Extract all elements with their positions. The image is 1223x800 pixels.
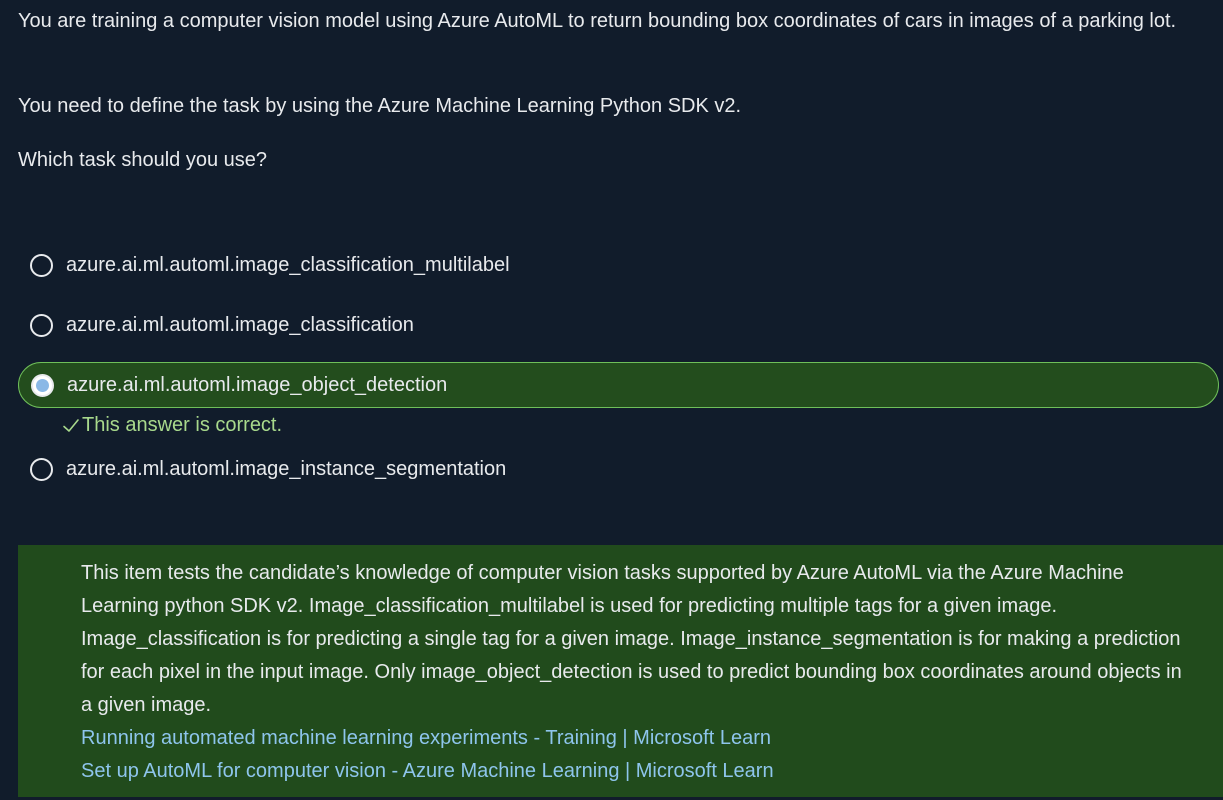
answer-option-label: azure.ai.ml.automl.image_instance_segmen… xyxy=(66,457,507,480)
answer-option-image-object-detection[interactable]: azure.ai.ml.automl.image_object_detectio… xyxy=(18,362,1219,408)
reference-link-automl-vision[interactable]: Set up AutoML for computer vision - Azur… xyxy=(81,760,774,782)
radio-selected-dot xyxy=(36,378,49,392)
radio-button[interactable] xyxy=(30,457,53,481)
reference-link-training[interactable]: Running automated machine learning exper… xyxy=(81,727,771,749)
answer-feedback: This answer is correct. xyxy=(62,414,282,437)
answer-option-image-instance-segmentation[interactable]: azure.ai.ml.automl.image_instance_segmen… xyxy=(18,446,1219,492)
check-icon xyxy=(63,418,79,432)
radio-button[interactable] xyxy=(30,313,53,337)
radio-button[interactable] xyxy=(30,253,53,277)
feedback-text: This answer is correct. xyxy=(82,414,283,436)
radio-button-selected[interactable] xyxy=(31,373,54,397)
question-scenario: You are training a computer vision model… xyxy=(18,10,1177,32)
answer-option-image-classification-multilabel[interactable]: azure.ai.ml.automl.image_classification_… xyxy=(18,242,1219,288)
question-prompt: Which task should you use? xyxy=(18,149,268,171)
question-requirement: You need to define the task by using the… xyxy=(18,95,742,117)
answer-option-label: azure.ai.ml.automl.image_object_detectio… xyxy=(67,373,448,396)
answer-option-label: azure.ai.ml.automl.image_classification_… xyxy=(66,253,510,276)
explanation-panel: This item tests the candidate’s knowledg… xyxy=(18,545,1223,797)
answer-option-image-classification[interactable]: azure.ai.ml.automl.image_classification xyxy=(18,302,1219,348)
explanation-text: This item tests the candidate’s knowledg… xyxy=(81,562,1182,716)
answer-option-label: azure.ai.ml.automl.image_classification xyxy=(66,313,414,336)
